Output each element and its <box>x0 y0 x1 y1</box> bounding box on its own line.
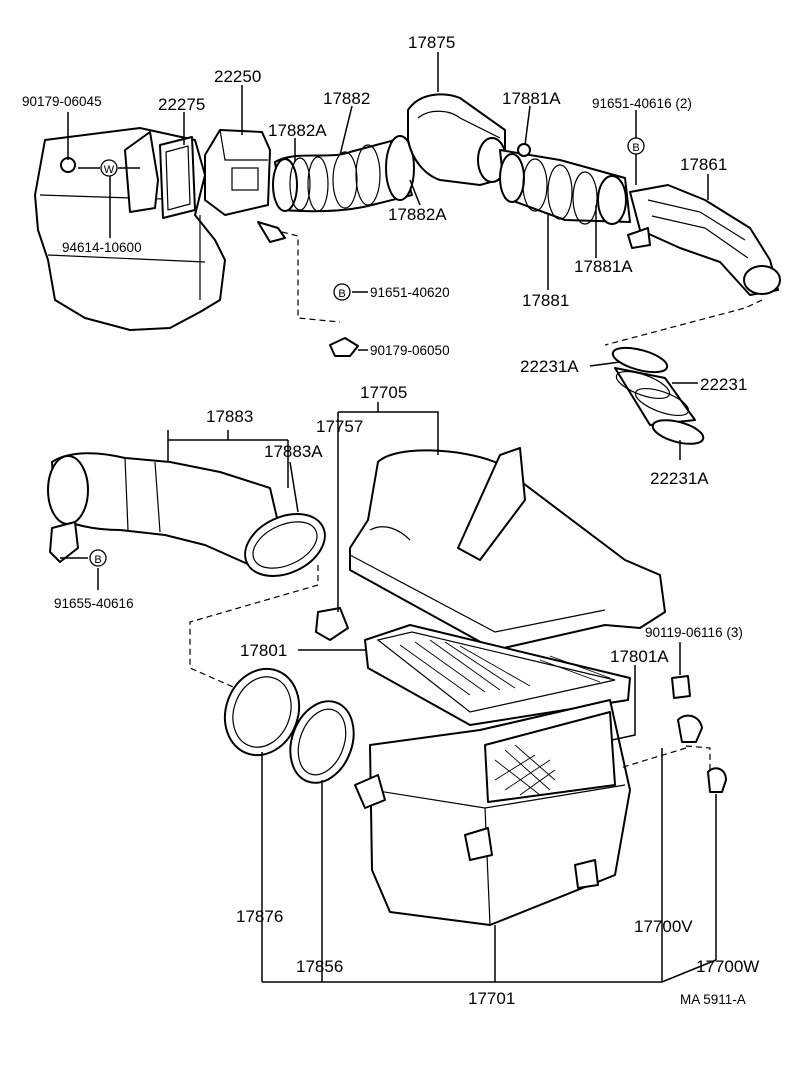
label-17883: 17883 <box>206 407 253 426</box>
label-17882: 17882 <box>323 89 370 108</box>
clip-17757 <box>315 607 349 641</box>
bolt-90119-06116 <box>671 675 691 699</box>
dash-line-4 <box>619 747 687 769</box>
clamp-90179-06050 <box>329 337 359 357</box>
hose-17881 <box>499 143 631 225</box>
label-91651-40620: 91651-40620 <box>370 285 450 300</box>
label-22231: 22231 <box>700 375 747 394</box>
air-flow-meter-22250 <box>204 129 286 243</box>
mount-plate <box>124 131 159 213</box>
label-22231A-bottom: 22231A <box>650 469 709 488</box>
dash-line-2 <box>604 299 763 346</box>
leader-lines <box>60 52 717 983</box>
label-17876: 17876 <box>236 907 283 926</box>
label-17700W: 17700W <box>696 957 759 976</box>
gasket-22275 <box>159 136 196 219</box>
grommet-17700W <box>707 767 727 793</box>
flange-17883A <box>244 513 326 577</box>
gasket-17876 <box>223 667 301 757</box>
label-17861: 17861 <box>680 155 727 174</box>
label-17801A: 17801A <box>610 647 669 666</box>
inlet-duct-17861 <box>627 184 781 296</box>
label-17883A: 17883A <box>264 442 323 461</box>
filter-pleats <box>399 639 611 696</box>
duct-17883 <box>47 452 286 566</box>
label-91655-40616: 91655-40616 <box>54 596 134 611</box>
label-90119-06116: 90119-06116 (3) <box>645 625 743 640</box>
label-90179-06050: 90179-06050 <box>370 343 450 358</box>
label-17705: 17705 <box>360 383 407 402</box>
label-91651-40616: 91651-40616 (2) <box>592 96 692 111</box>
svg-text:B: B <box>632 142 639 154</box>
hose-22231 <box>611 346 705 445</box>
label-94614-10600: 94614-10600 <box>62 240 142 255</box>
svg-text:W: W <box>104 164 115 176</box>
label-17701: 17701 <box>468 989 515 1008</box>
marker-b-3: B <box>89 549 107 567</box>
resonator-17875 <box>407 93 507 186</box>
dash-line-3 <box>189 565 319 691</box>
label-17882A-bottom: 17882A <box>388 205 447 224</box>
label-17757: 17757 <box>316 417 363 436</box>
diagram-code: MA 5911-A <box>680 992 746 1007</box>
label-17882A-top: 17882A <box>268 121 327 140</box>
label-90179-06045: 90179-06045 <box>22 94 102 109</box>
mesh-area <box>494 744 556 796</box>
label-17700V: 17700V <box>634 917 693 936</box>
dash-line-1 <box>281 231 341 323</box>
label-17801: 17801 <box>240 641 287 660</box>
label-17875: 17875 <box>408 33 455 52</box>
label-17881: 17881 <box>522 291 569 310</box>
marker-w: W <box>100 159 118 177</box>
grommet-17700V <box>677 714 703 743</box>
seal-17856 <box>289 700 355 784</box>
label-17881A-top: 17881A <box>502 89 561 108</box>
marker-b-2: B <box>333 283 351 301</box>
svg-text:B: B <box>94 554 101 566</box>
label-17881A-bottom: 17881A <box>574 257 633 276</box>
air-cleaner-case-17701 <box>354 699 631 926</box>
hose-17882 <box>272 135 415 213</box>
label-17856: 17856 <box>296 957 343 976</box>
label-22250: 22250 <box>214 67 261 86</box>
label-22231A-left: 22231A <box>520 357 579 376</box>
dash-line-5 <box>685 745 711 770</box>
air-cleaner-cap-17705 <box>349 447 666 651</box>
label-22275: 22275 <box>158 95 205 114</box>
svg-text:B: B <box>338 288 345 300</box>
filter-element-17801 <box>364 624 631 726</box>
marker-b-1: B <box>627 137 645 155</box>
